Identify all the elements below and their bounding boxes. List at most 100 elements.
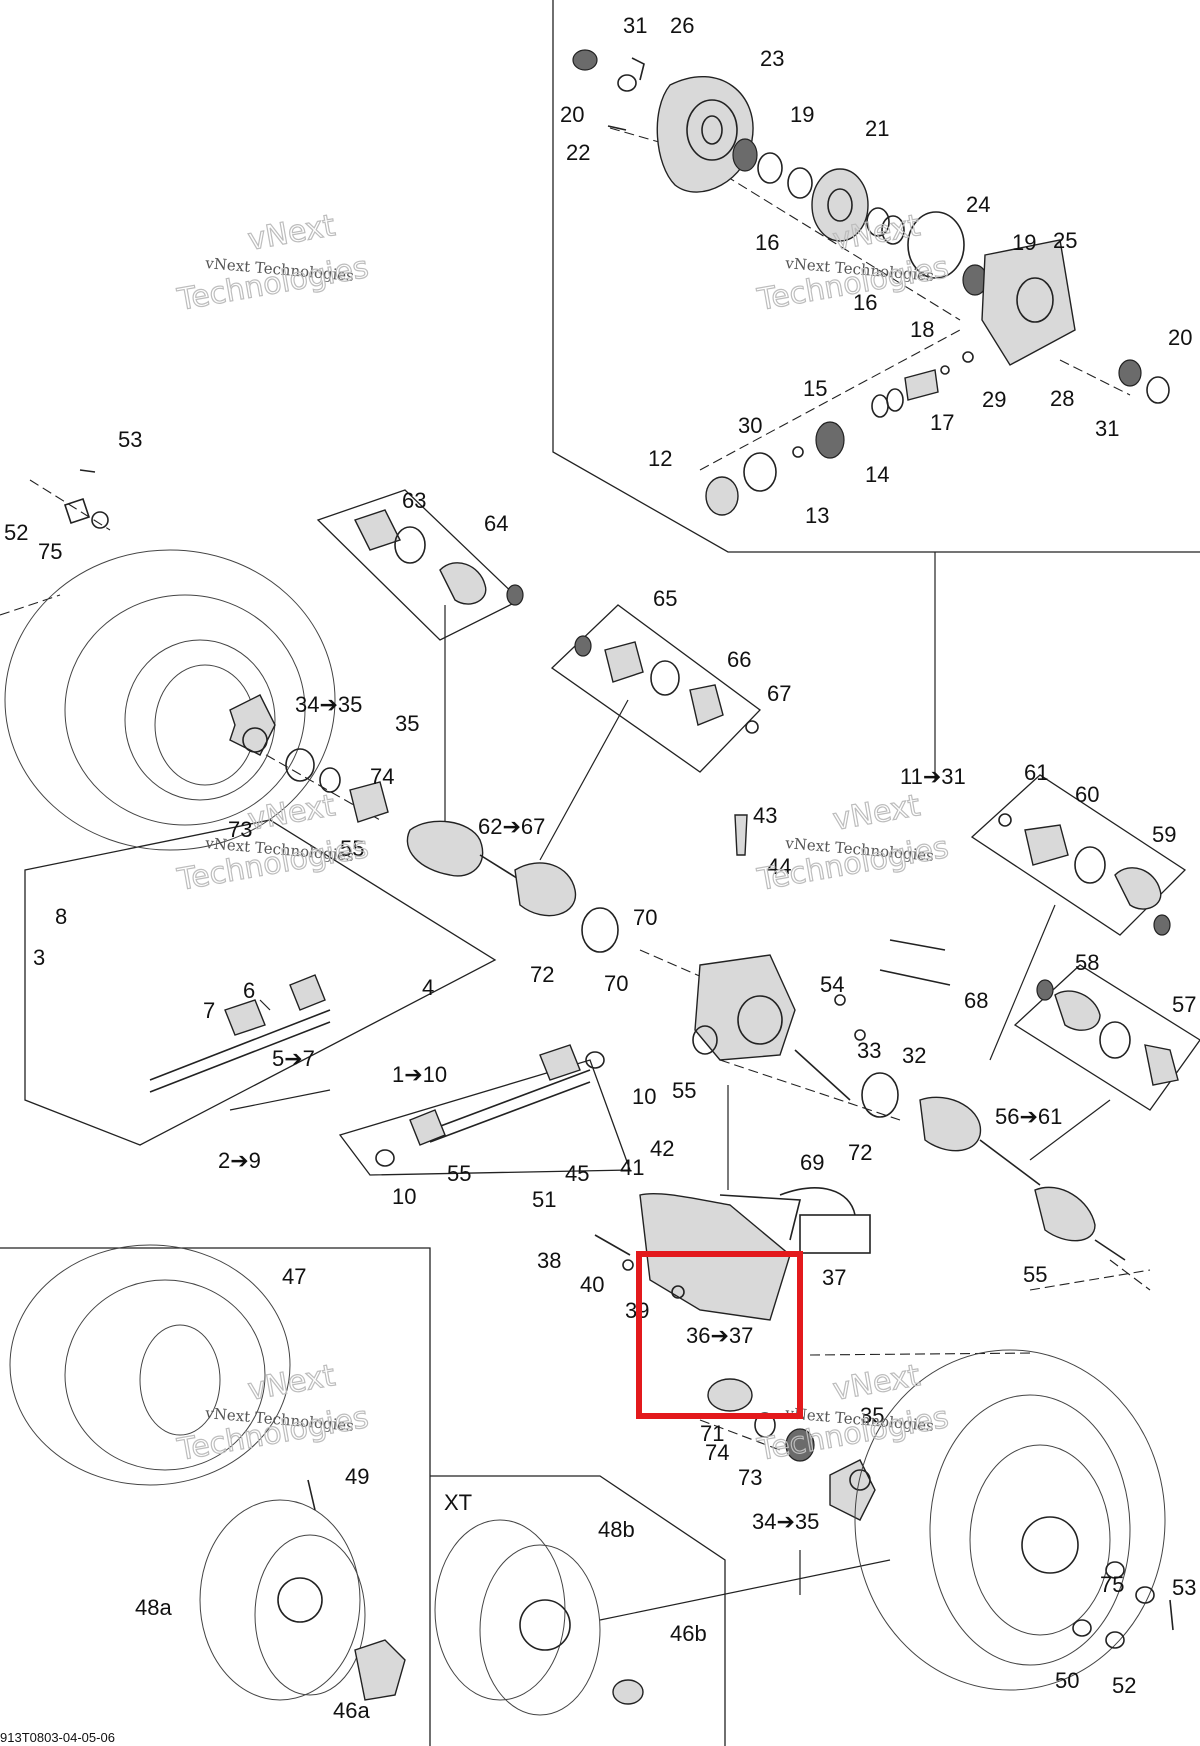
callout-label: 2➔9 (218, 1148, 261, 1173)
front-wheel-inset-frame (0, 1247, 431, 1746)
callout-label: 61 (1024, 760, 1048, 785)
callout-label: 54 (820, 972, 844, 997)
callout-label: 34➔35 (752, 1509, 819, 1534)
callout-label: 1➔10 (392, 1062, 447, 1087)
callout-label: 42 (650, 1136, 674, 1161)
callout-label: 19 (1012, 230, 1036, 255)
callout-label: 57 (1172, 992, 1196, 1017)
callout-label: 19 (790, 102, 814, 127)
tire-bottom-left (9, 1244, 406, 1701)
svg-text:vNext: vNext (830, 788, 923, 838)
callout-label: 69 (800, 1150, 824, 1175)
callout-label: 20 (1168, 325, 1192, 350)
callout-label: 49 (345, 1464, 369, 1489)
callout-label: 20 (560, 102, 584, 127)
assembly-lines (0, 127, 1151, 1621)
callout-label: 16 (755, 230, 779, 255)
highlight-box (636, 1251, 803, 1419)
callout-label: 35 (860, 1403, 884, 1428)
tire-bottom-right (854, 1349, 1174, 1691)
callout-label: 41 (620, 1155, 644, 1180)
callout-label: 71 (700, 1421, 724, 1446)
differential-parts (572, 49, 1170, 516)
callout-label: 4 (422, 975, 434, 1000)
callout-label: 24 (966, 192, 990, 217)
svg-text:vNext: vNext (830, 1358, 923, 1408)
callout-label: 62➔67 (478, 814, 545, 839)
watermark-mid-right: vNext vNext Technologies Technologies (754, 788, 952, 899)
callout-label: 25 (1053, 228, 1077, 253)
callout-label: 14 (865, 462, 889, 487)
callout-label: 70 (604, 971, 628, 996)
callout-label: 72 (530, 962, 554, 987)
differential-housing (692, 814, 951, 1118)
watermark-top-center: vNext vNext Technologies Technologies (754, 208, 952, 319)
tire-top-left (4, 469, 389, 851)
callout-label: 73 (738, 1465, 762, 1490)
callout-label: 74 (705, 1440, 729, 1465)
callout-label: 12 (648, 446, 672, 471)
callout-label: 44 (767, 854, 791, 879)
tire-xt-wheel (434, 1519, 644, 1716)
callout-label: 31 (623, 13, 647, 38)
callout-label: 55 (672, 1078, 696, 1103)
callout-label: 34➔35 (295, 692, 362, 717)
diagram-code: 913T0803-04-05-06 (0, 1730, 115, 1745)
callout-label: 15 (803, 376, 827, 401)
callout-label: 65 (653, 586, 677, 611)
callout-label: 48b (598, 1517, 635, 1542)
callout-label: 75 (38, 539, 62, 564)
callout-label: 46b (670, 1621, 707, 1646)
callout-label: 5➔7 (272, 1046, 315, 1071)
watermark-top-left: vNext vNext Technologies Technologies (174, 208, 372, 319)
callout-label: 36➔37 (686, 1323, 753, 1348)
callout-label: 47 (282, 1264, 306, 1289)
callout-label: 60 (1075, 782, 1099, 807)
callout-label: 17 (930, 410, 954, 435)
svg-text:vNext: vNext (245, 788, 338, 838)
callout-label: 64 (484, 511, 508, 536)
callout-label: 72 (848, 1140, 872, 1165)
callout-label: 66 (727, 647, 751, 672)
callout-label: 16 (853, 290, 877, 315)
driveshaft-frame-right (338, 1059, 631, 1176)
cv-boot-frame-65-67 (550, 604, 761, 773)
callout-label: 6 (243, 978, 255, 1003)
callout-label: 52 (1112, 1673, 1136, 1698)
xt-wheel-inset-frame (430, 1475, 726, 1746)
callout-label: 63 (402, 488, 426, 513)
callout-label: 58 (1075, 950, 1099, 975)
callout-label: 33 (857, 1038, 881, 1063)
callout-label: 35 (395, 711, 419, 736)
callout-label: 43 (753, 803, 777, 828)
callout-label: 21 (865, 116, 889, 141)
callout-label: 3 (33, 945, 45, 970)
callout-label: 29 (982, 387, 1006, 412)
callout-label: 52 (4, 520, 28, 545)
callout-label: 31 (1095, 416, 1119, 441)
callout-label: 70 (633, 905, 657, 930)
lower-hub-parts (707, 1378, 876, 1521)
callout-label: 26 (670, 13, 694, 38)
callout-label: 53 (1172, 1575, 1196, 1600)
callout-labels: 31 26 23 20 19 22 21 16 24 19 25 16 18 2… (4, 13, 1196, 1723)
differential-inset-frame (552, 0, 1200, 553)
axle-shafts (149, 509, 1179, 1261)
callout-label: 11➔31 (900, 764, 966, 789)
callout-label: 7 (203, 998, 215, 1023)
callout-label: 50 (1055, 1668, 1079, 1693)
callout-label: 55 (1023, 1262, 1047, 1287)
cv-boot-frame-56-58 (1013, 964, 1200, 1111)
callout-label: 10 (632, 1084, 656, 1109)
svg-text:vNext: vNext (245, 1358, 338, 1408)
callout-label: 23 (760, 46, 784, 71)
callout-label: 74 (370, 764, 394, 789)
xt-variant-label: XT (444, 1490, 472, 1515)
callout-label: 75 (1100, 1572, 1124, 1597)
callout-label: 30 (738, 413, 762, 438)
callout-label: 67 (767, 681, 791, 706)
callout-label: 55 (447, 1161, 471, 1186)
callout-label: 73 (228, 817, 252, 842)
callout-label: 55 (340, 836, 364, 861)
